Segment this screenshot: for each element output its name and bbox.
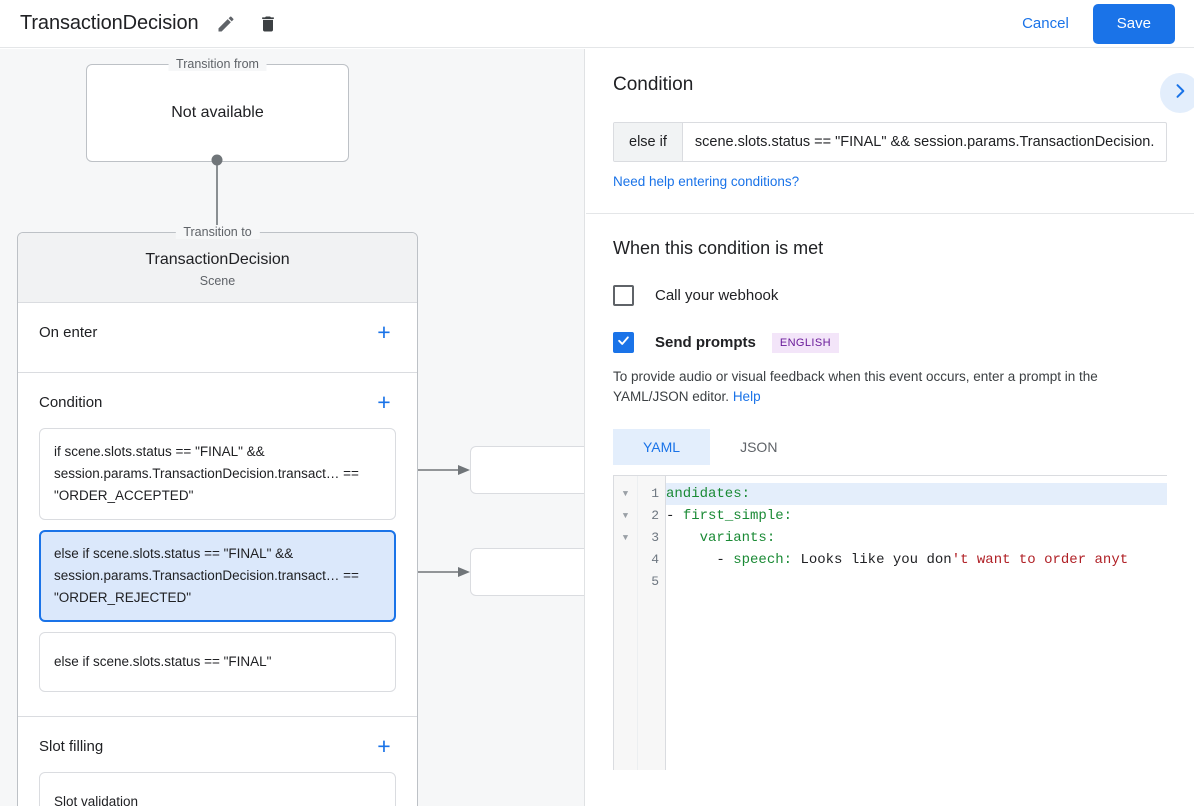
send-prompts-row[interactable]: Send prompts ENGLISH <box>613 332 1167 353</box>
editor-line-number: 3 <box>651 530 659 545</box>
code-token <box>666 530 700 546</box>
code-token: : <box>783 508 793 524</box>
transition-to-legend: Transition to <box>175 225 260 239</box>
condition-list-item[interactable]: if scene.slots.status == "FINAL" && sess… <box>39 428 396 520</box>
tab-json[interactable]: JSON <box>740 439 778 455</box>
editor-fold-toggle <box>614 571 637 593</box>
editor-code-line[interactable]: - first_simple: <box>666 505 1167 527</box>
code-token: : <box>741 486 751 502</box>
editor-fold-toggle[interactable]: ▼ <box>622 511 629 521</box>
code-token: - <box>666 508 683 524</box>
send-prompts-checkbox[interactable] <box>613 332 634 353</box>
condition-target-box-2[interactable] <box>470 548 584 596</box>
section-header-on-enter: On enter + <box>18 303 417 358</box>
section-condition: Condition + if scene.slots.status == "FI… <box>18 373 417 717</box>
prompts-hint-body: To provide audio or visual feedback when… <box>613 369 1098 404</box>
checkmark-icon <box>616 333 631 353</box>
condition-header-section: Condition else if scene.slots.status == … <box>586 49 1194 214</box>
editor-fold-toggle <box>614 549 637 571</box>
editor-format-tabs: YAML JSON <box>613 429 1167 465</box>
scene-type-label: Scene <box>199 274 236 288</box>
code-token: - <box>666 552 734 568</box>
edit-name-button[interactable] <box>211 9 241 39</box>
editor-line-number: 2 <box>651 508 659 523</box>
when-condition-met-section: When this condition is met Call your web… <box>586 214 1194 770</box>
webhook-row[interactable]: Call your webhook <box>613 285 1167 306</box>
cancel-button[interactable]: Cancel <box>1008 7 1083 40</box>
prompts-help-link[interactable]: Help <box>732 389 761 404</box>
transition-from-legend: Transition from <box>168 57 267 71</box>
code-token: Looks like you don <box>800 552 952 568</box>
scene-name: TransactionDecision <box>145 251 290 268</box>
condition-input-row[interactable]: else if scene.slots.status == "FINAL" &&… <box>613 122 1167 162</box>
section-title-condition: Condition <box>39 394 103 411</box>
section-title-slot-filling: Slot filling <box>39 738 104 755</box>
editor-line-number: 5 <box>651 574 659 589</box>
section-title-on-enter: On enter <box>39 324 98 341</box>
editor-line-numbers: 1 2 3 4 5 <box>638 476 666 770</box>
section-header-slot-filling: Slot filling + <box>18 717 417 772</box>
page-title: TransactionDecision <box>20 12 199 34</box>
topbar-actions: Cancel Save <box>1008 3 1194 44</box>
tab-yaml[interactable]: YAML <box>613 429 711 465</box>
condition-target-box-1[interactable] <box>470 446 584 494</box>
when-met-heading: When this condition is met <box>613 238 824 258</box>
prompts-hint-text: To provide audio or visual feedback when… <box>613 367 1167 407</box>
delete-button[interactable] <box>253 9 283 39</box>
scene-card: Transition to TransactionDecision Scene … <box>17 225 418 806</box>
panel-heading: Condition <box>613 74 694 95</box>
add-condition-button[interactable]: + <box>377 389 391 415</box>
pencil-icon <box>216 14 236 34</box>
code-token: : <box>766 530 776 546</box>
condition-help-link[interactable]: Need help entering conditions? <box>613 174 800 189</box>
editor-code-area[interactable]: andidates:- first_simple: variants: - sp… <box>666 476 1167 770</box>
condition-list-item[interactable]: else if scene.slots.status == "FINAL" &&… <box>39 530 396 622</box>
editor-fold-gutter[interactable]: ▼ ▼ ▼ <box>614 476 638 770</box>
editor-fold-toggle[interactable]: ▼ <box>622 489 629 499</box>
call-webhook-label: Call your webhook <box>655 287 779 304</box>
add-slot-filling-button[interactable]: + <box>377 733 391 759</box>
code-token: variants <box>699 530 767 546</box>
send-prompts-label: Send prompts <box>655 334 756 351</box>
editor-code-line[interactable]: andidates: <box>666 483 1167 505</box>
code-token: : <box>783 552 801 568</box>
expand-panel-button[interactable] <box>1160 73 1194 113</box>
condition-prefix-label: else if <box>614 123 683 161</box>
section-slot-filling: Slot filling + Slot validation <box>18 717 417 806</box>
save-button[interactable]: Save <box>1092 3 1175 44</box>
section-header-condition: Condition + <box>18 373 417 428</box>
language-badge: ENGLISH <box>771 332 839 353</box>
trash-icon <box>258 14 278 34</box>
top-app-bar: TransactionDecision Cancel Save <box>0 0 1194 48</box>
condition-details-panel: Condition else if scene.slots.status == … <box>586 49 1194 806</box>
editor-line-number: 1 <box>651 486 659 501</box>
editor-line-number: 4 <box>651 552 659 567</box>
transition-from-node[interactable]: Transition from Not available <box>86 57 349 162</box>
section-on-enter: On enter + <box>18 303 417 373</box>
code-token: andidates <box>666 486 742 502</box>
add-on-enter-button[interactable]: + <box>377 319 391 345</box>
condition-expression-input[interactable]: scene.slots.status == "FINAL" && session… <box>694 134 1155 150</box>
chevron-right-icon <box>1170 81 1190 106</box>
code-token: first_simple <box>682 508 784 524</box>
editor-fold-toggle[interactable]: ▼ <box>622 533 629 543</box>
scene-graph-canvas[interactable]: Transition from Not available Transition… <box>0 49 585 806</box>
code-token: 't want to order anyt <box>951 552 1129 568</box>
transition-to-node[interactable]: Transition to TransactionDecision Scene <box>18 225 417 303</box>
condition-list-item[interactable]: else if scene.slots.status == "FINAL" <box>39 632 396 692</box>
editor-code-line[interactable]: variants: <box>666 527 1167 549</box>
transition-from-value: Not available <box>171 104 264 121</box>
editor-code-line[interactable] <box>666 571 1167 593</box>
slot-filling-list-item[interactable]: Slot validation <box>39 772 396 806</box>
call-webhook-checkbox[interactable] <box>613 285 634 306</box>
editor-code-line[interactable]: - speech: Looks like you don't want to o… <box>666 549 1167 571</box>
code-token: speech <box>733 552 784 568</box>
